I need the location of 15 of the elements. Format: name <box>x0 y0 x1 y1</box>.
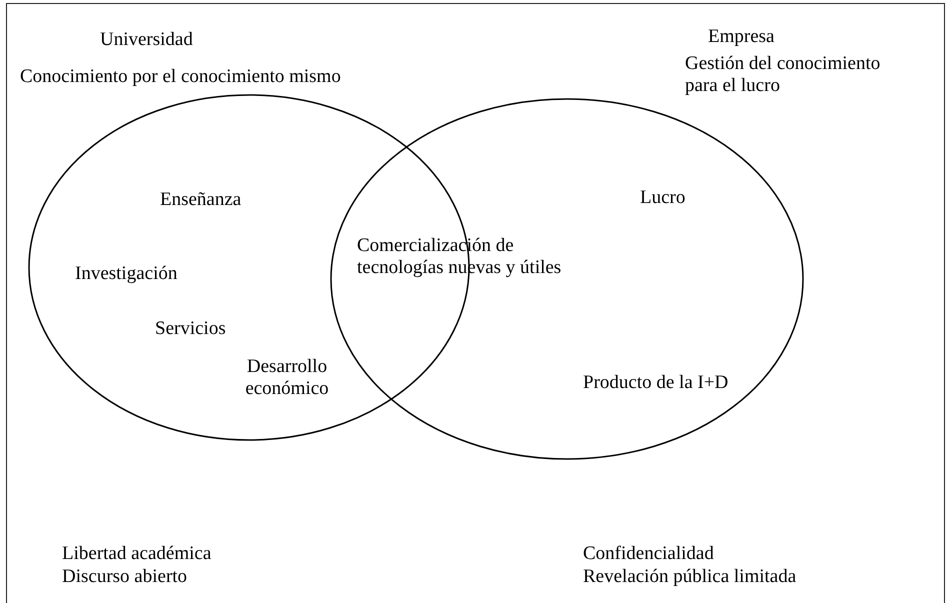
set-item-text: Desarrollo económico <box>244 356 330 400</box>
set-heading: Universidad <box>100 29 193 51</box>
set-item-text: Lucro <box>640 187 686 209</box>
set-item-text: Servicios <box>155 318 226 340</box>
venn-set-ellipse <box>330 98 804 460</box>
set-item-text: Enseñanza <box>160 189 242 211</box>
annotation-text: Libertad académica <box>62 543 212 565</box>
annotation-text: Revelación pública limitada <box>583 566 796 588</box>
annotation-text: Confidencialidad <box>583 543 714 565</box>
annotation-text: Discurso abierto <box>62 566 188 588</box>
set-item-text: Investigación <box>75 263 178 285</box>
annotation-text: Gestión del conocimiento para el lucro <box>685 53 882 97</box>
set-heading: Empresa <box>708 26 774 48</box>
annotation-text: Conocimiento por el conocimiento mismo <box>20 66 341 88</box>
set-item-text: Producto de la I+D <box>583 372 728 394</box>
